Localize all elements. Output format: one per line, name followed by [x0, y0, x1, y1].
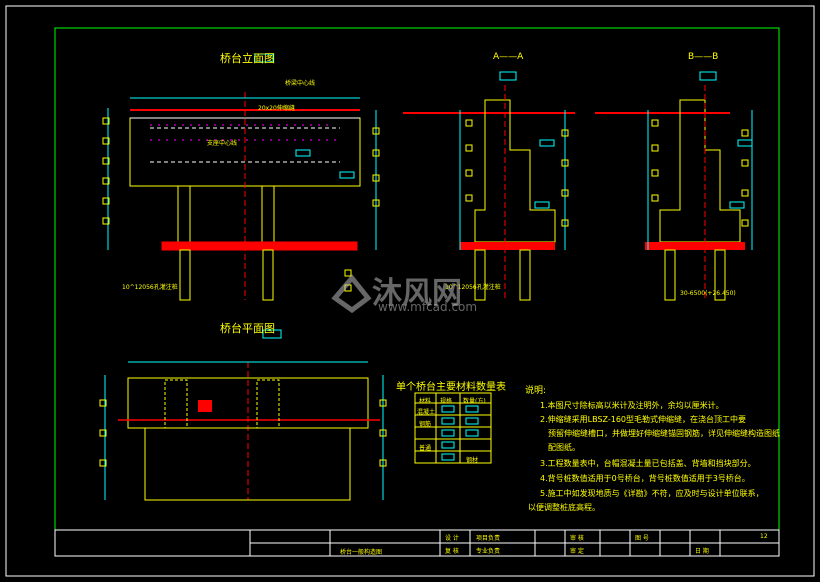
notes-heading: 说明: [525, 386, 547, 396]
elevation-title: 桥台立面图 [220, 52, 275, 65]
plan-view [99, 329, 387, 501]
title-block-cell: 审 定 [570, 548, 584, 555]
section-a-dimension: 30-6500(+26.450) [680, 290, 736, 297]
table-header-qty: 数量(方) [463, 398, 486, 405]
note-line: 3.工程数量表中，台帽混凝土量已包括盖、背墙和挡块部分。 [540, 459, 756, 468]
table-header-spec: 规格 [440, 398, 453, 405]
material-table-grid [414, 392, 492, 464]
section-b-view [595, 71, 753, 301]
title-block-cell: 专业负责 [476, 548, 501, 555]
watermark-name: 沐风网 [372, 276, 462, 311]
note-line: 1.本图尺寸除标高以米计及注明外，余均以厘米计。 [540, 401, 724, 410]
road-center-label: 桥梁中心线 [285, 80, 316, 87]
note-line: 以便调整桩底高程。 [528, 503, 600, 512]
elevation-view [102, 53, 380, 301]
outer-frame [5, 5, 815, 577]
section-a-title: A——A [493, 52, 524, 62]
table-row-label: 钢筋 [419, 421, 432, 428]
table-row-value: 钢材 [466, 457, 479, 464]
material-table-title: 单个桥台主要材料数量表 [396, 382, 506, 393]
note-line: 预留伸缩缝槽口，并做埋好伸缩缝锚固钢筋，详见伸缩缝构造图纸 [548, 429, 780, 438]
table-row-label: 混凝土 [417, 409, 436, 416]
expansion-joint-label: 20x20伸缩缝 [258, 105, 295, 112]
watermark-url: www.mfcad.com [378, 300, 478, 314]
pile-cap [161, 241, 358, 251]
watermark-logo [331, 274, 372, 314]
note-line: 4.背号桩数值适用于0号桥台，背号桩数值适用于3号桥台。 [540, 474, 750, 483]
table-header-material: 材料 [419, 398, 432, 405]
title-block-cell: 图 号 [635, 535, 649, 542]
note-line: 2.伸缩缝采用LBSZ-160型毛勒式伸缩缝，在浇台顶工中要 [540, 415, 747, 424]
section-b-title: B——B [688, 52, 719, 62]
pile-note-1: 10^12056孔灌注桩 [122, 284, 178, 291]
title-block-cell: 设 计 [445, 535, 459, 542]
note-line: 配图纸。 [548, 443, 580, 452]
title-block-cell: 复 核 [445, 548, 459, 555]
note-line: 5.施工中如发现地质与《详勘》不符，应及时与设计单位联系， [540, 489, 764, 498]
sheet-number: 12 [760, 533, 768, 540]
table-row-label: 普通 [419, 445, 432, 452]
section-a-view [403, 71, 575, 301]
pile-note-2: 10^12056孔灌注桩 [445, 284, 501, 291]
title-block-cell: 项目负责 [476, 535, 501, 542]
bearing-center-label: 支座中心线 [207, 140, 238, 147]
title-block-cell: 日 期 [695, 548, 709, 555]
title-block-cell: 审 核 [570, 535, 584, 542]
plan-title: 桥台平面图 [220, 322, 275, 335]
title-block-grid [54, 529, 780, 557]
drawing-name: 桥台一般构造图 [340, 549, 383, 556]
